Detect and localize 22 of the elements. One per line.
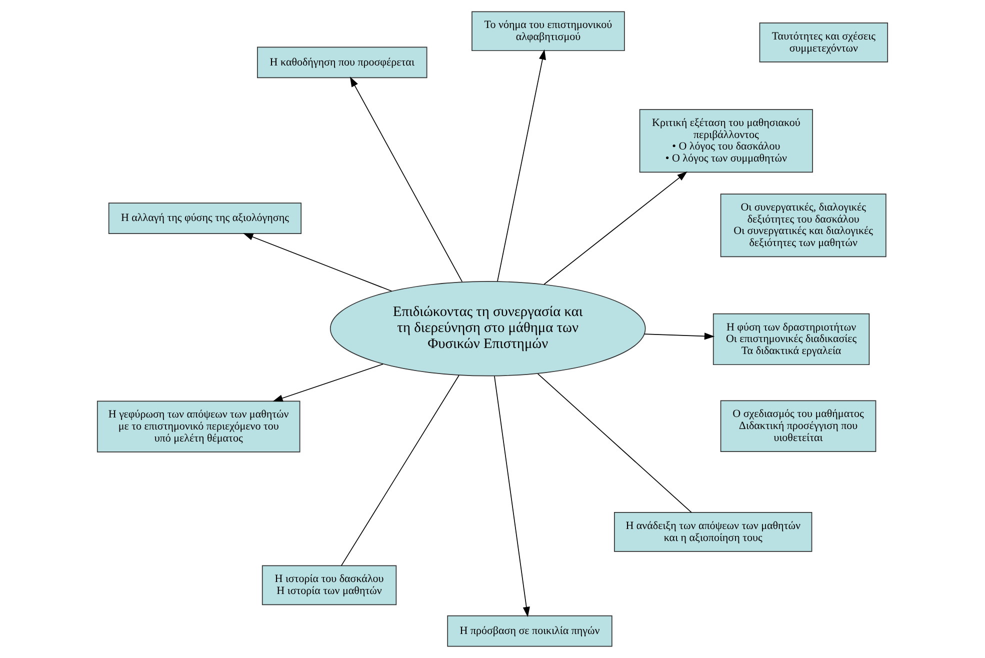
arrow <box>544 171 688 285</box>
node-box: Το νόημα του επιστημονικού αλφαβητισμού <box>472 11 625 52</box>
node-box: Η αλλαγή της φύσης της αξιολόγησης <box>108 202 302 234</box>
node-box: Ταυτότητες και σχέσεις συμμετεχόντων <box>759 22 888 62</box>
connector <box>340 374 460 566</box>
node-box: Η ιστορία του δασκάλου Η ιστορία των μαθητών <box>262 565 397 606</box>
connector <box>537 373 692 513</box>
node-box: Η γεφύρωση των απόψεων των μαθητών με το επιστημονικό περιεχόμενο του υπό μελέτη θέματος <box>96 400 300 452</box>
arrow <box>350 76 463 282</box>
arrow <box>494 376 530 618</box>
node-box: Η πρόσβαση σε ποικιλία πηγών <box>447 615 612 647</box>
node-box: Κριτική εξέταση του μαθησιακού περιβάλλοντος • Ο λόγος του δασκάλου • Ο λόγος των συμμαθητών <box>639 109 813 173</box>
node-box: Οι συνεργατικές, διαλογικές δεξιότητες του δασκάλου Οι συνεργατικές και διαλογικές δεξιότητες των μαθητών <box>720 194 886 258</box>
node-ellipse: Επιδιώκοντας τη συνεργασία και τη διερεύνηση στο μάθημα των Φυσικών Επιστημών <box>330 281 646 376</box>
node-box: Η καθοδήγηση που προσφέρεται <box>257 46 428 78</box>
node-box: Ο σχεδιασμός του μαθήματος Διδακτική προσέγγιση που υιοθετείται <box>720 400 876 452</box>
node-box: Η ανάδειξη των απόψεων των μαθητών και η αξιοποίηση τους <box>614 512 812 552</box>
arrow <box>644 332 715 340</box>
arrow <box>243 233 392 292</box>
arrow <box>272 364 384 402</box>
arrow <box>497 49 546 282</box>
node-box: Η φύση των δραστηριοτήτων Οι επιστημονικές διαδικασίες Τα διδακτικά εργαλεία <box>712 313 870 366</box>
